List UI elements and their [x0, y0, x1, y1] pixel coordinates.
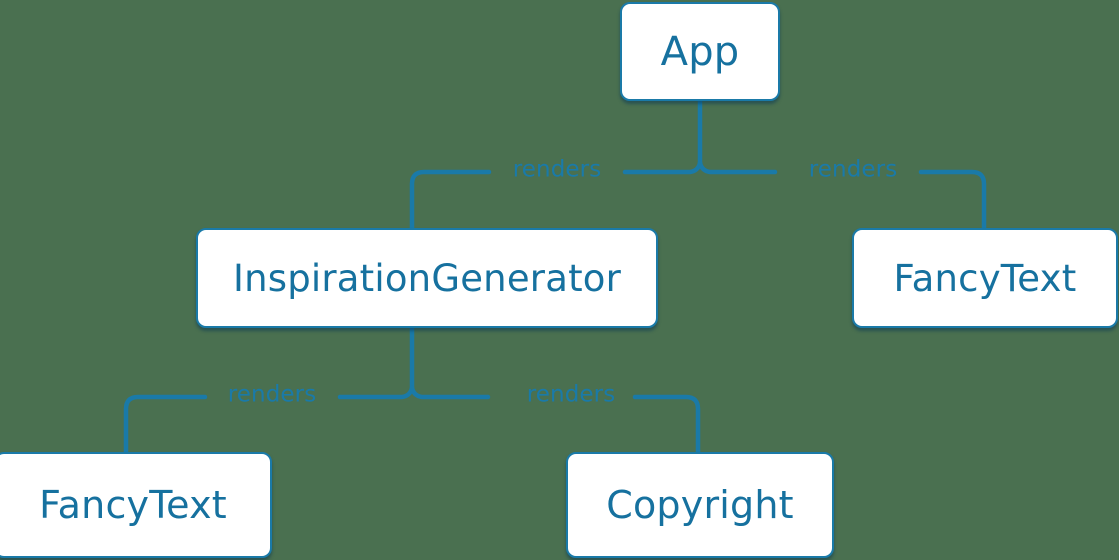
edge-label-inspiration-to-fancytext-left: renders: [227, 381, 317, 408]
node-inspiration-generator[interactable]: InspirationGenerator: [196, 228, 658, 328]
connector-app-to-fancytext-drop: [918, 169, 987, 231]
connector-inspiration-to-copyright-bus-right: [409, 385, 491, 400]
node-fancytext-left[interactable]: FancyText: [0, 452, 272, 558]
connector-app-to-inspiration-drop: [409, 169, 492, 231]
node-fancytext-right-label: FancyText: [893, 256, 1077, 300]
node-fancytext-right[interactable]: FancyText: [852, 228, 1118, 328]
edge-label-app-to-fancytext-right: renders: [808, 156, 898, 183]
node-copyright-label: Copyright: [606, 483, 794, 527]
node-copyright[interactable]: Copyright: [566, 452, 834, 558]
node-app[interactable]: App: [620, 2, 780, 101]
node-inspiration-generator-label: InspirationGenerator: [232, 256, 622, 300]
node-app-label: App: [660, 28, 740, 75]
connector-inspiration-to-fancytext-bus-left: [337, 385, 415, 400]
node-fancytext-left-label: FancyText: [39, 483, 227, 527]
edge-label-app-to-inspiration: renders: [512, 156, 602, 183]
connector-inspiration-to-copyright-drop: [632, 394, 701, 455]
connector-inspiration-to-fancytext-drop: [123, 394, 208, 455]
connector-app-to-fancytext-bus-right: [697, 160, 778, 175]
edge-label-inspiration-to-copyright: renders: [526, 381, 616, 408]
connector-app-to-inspiration-bus-left: [622, 160, 703, 175]
